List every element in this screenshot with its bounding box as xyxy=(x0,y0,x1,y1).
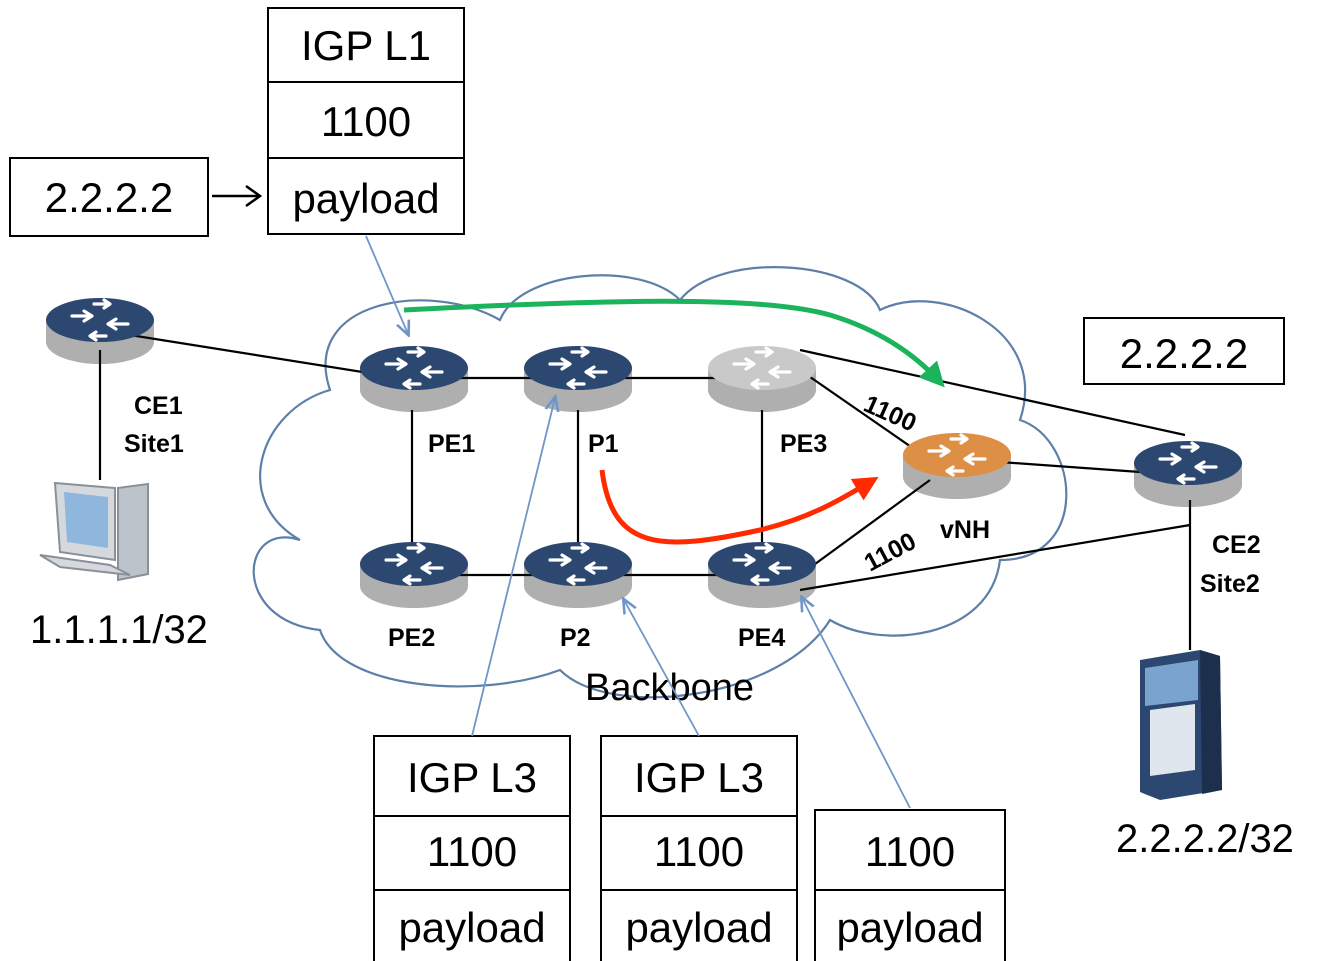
pointer-stack-p2 xyxy=(624,600,700,737)
stack-p1-label-2: payload xyxy=(398,904,545,951)
pointer-top-stack-pe1 xyxy=(365,235,408,334)
pe2-router-icon xyxy=(358,540,470,610)
ce2-router-icon xyxy=(1132,439,1244,509)
client-computer-icon xyxy=(39,481,149,582)
top-label-stack: IGP L1 1100 payload xyxy=(267,7,465,235)
label-pe3: PE3 xyxy=(780,430,827,458)
p1-router-icon xyxy=(522,344,634,414)
stack-p2-label-2: payload xyxy=(625,904,772,951)
red-path-arrow xyxy=(599,469,879,545)
link-pe4-ce2 xyxy=(799,523,1191,592)
green-path-arrow xyxy=(403,298,945,388)
link-vnh-ce2 xyxy=(999,460,1141,474)
label-ce1: CE1 xyxy=(134,392,183,420)
pe4-router-icon xyxy=(706,540,818,610)
stack-pe4-label-1: payload xyxy=(836,904,983,951)
ce2-dest-box: 2.2.2.2 xyxy=(1083,317,1285,385)
bottom-stack-p2: IGP L3 1100 payload xyxy=(600,735,798,961)
pe3-router-icon xyxy=(706,344,818,414)
source-dest-box: 2.2.2.2 xyxy=(9,157,209,237)
ce2-dest-text: 2.2.2.2 xyxy=(1120,330,1248,377)
label-pe1: PE1 xyxy=(428,430,475,458)
link-ce1-pe1 xyxy=(129,333,401,380)
cloud-label: Backbone xyxy=(585,667,754,709)
stack-p2-label-0: IGP L3 xyxy=(634,754,764,801)
label-site1: Site1 xyxy=(124,430,184,458)
client-address: 1.1.1.1/32 xyxy=(30,608,208,652)
link-pe3-ce2 xyxy=(799,348,1186,437)
pe1-router-icon xyxy=(358,344,470,414)
top-stack-label-2: payload xyxy=(292,175,439,222)
label-vnh: vNH xyxy=(940,516,990,544)
label-pe2: PE2 xyxy=(388,624,435,652)
network-links xyxy=(98,333,1192,650)
p2-router-icon xyxy=(522,540,634,610)
source-to-stack-arrow xyxy=(212,184,263,208)
pointer-stack-pe4 xyxy=(802,598,911,809)
label-site2: Site2 xyxy=(1200,570,1260,598)
stack-p1-label-0: IGP L3 xyxy=(407,754,537,801)
link-pe4-vnh xyxy=(799,479,931,576)
top-stack-label-0: IGP L1 xyxy=(301,22,431,69)
label-p1: P1 xyxy=(588,430,619,458)
link-pe3-vnh xyxy=(799,369,931,461)
top-stack-label-1: 1100 xyxy=(321,98,411,145)
label-ce2: CE2 xyxy=(1212,531,1261,559)
label-pe4: PE4 xyxy=(738,624,785,652)
stack-pe4-label-0: 1100 xyxy=(865,828,955,875)
bottom-stack-p1: IGP L3 1100 payload xyxy=(373,735,571,961)
server-icon xyxy=(1140,650,1222,800)
source-dest-text: 2.2.2.2 xyxy=(45,174,173,221)
pointer-stack-p1 xyxy=(471,398,555,737)
ce1-router-icon xyxy=(44,296,156,366)
pointer-lines xyxy=(365,235,911,809)
bottom-stack-pe4: 1100 payload xyxy=(814,809,1006,961)
server-address: 2.2.2.2/32 xyxy=(1116,817,1294,861)
stack-p2-label-1: 1100 xyxy=(654,828,744,875)
stack-p1-label-1: 1100 xyxy=(427,828,517,875)
label-p2: P2 xyxy=(560,624,591,652)
vnh-router-icon xyxy=(901,431,1013,501)
